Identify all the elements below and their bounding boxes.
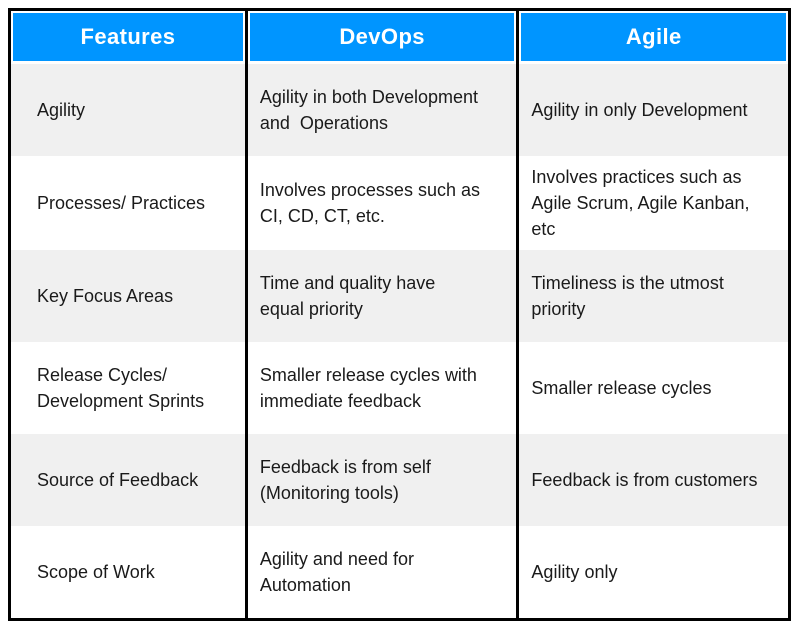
- table-body: Agility Agility in both Development and …: [11, 64, 788, 618]
- agile-header-cell: Agile: [516, 11, 788, 64]
- devops-header-cell: DevOps: [244, 11, 517, 64]
- table-header-row: Features DevOps Agile: [11, 11, 788, 64]
- feature-cell: Source of Feedback: [11, 434, 245, 527]
- devops-cell: Time and quality have equal priority: [244, 250, 517, 343]
- table-row-processes: Processes/ Practices Involves processes …: [11, 155, 788, 251]
- features-header-cell: Features: [11, 11, 245, 64]
- table-row-key-focus-areas: Key Focus Areas Time and quality have eq…: [11, 250, 788, 343]
- table-row-agility: Agility Agility in both Development and …: [11, 64, 788, 156]
- agile-cell: Smaller release cycles: [516, 342, 788, 435]
- table-row-release-cycles: Release Cycles/ Development Sprints Smal…: [11, 342, 788, 435]
- agile-header-label: Agile: [521, 13, 786, 61]
- feature-cell: Scope of Work: [11, 526, 245, 618]
- feature-cell: Agility: [11, 64, 245, 156]
- feature-cell: Processes/ Practices: [11, 155, 245, 251]
- devops-cell: Agility in both Development and Operatio…: [244, 64, 517, 156]
- table-row-source-of-feedback: Source of Feedback Feedback is from self…: [11, 434, 788, 527]
- devops-cell: Feedback is from self (Monitoring tools): [244, 434, 517, 527]
- feature-cell: Key Focus Areas: [11, 250, 245, 343]
- feature-cell: Release Cycles/ Development Sprints: [11, 342, 245, 435]
- comparison-table: Features DevOps Agile Agility Agility in…: [8, 8, 791, 621]
- agile-cell: Timeliness is the utmost priority: [516, 250, 788, 343]
- features-header-label: Features: [13, 13, 243, 61]
- devops-header-label: DevOps: [249, 13, 515, 61]
- agile-cell: Involves practices such as Agile Scrum, …: [516, 155, 788, 251]
- devops-cell: Smaller release cycles with immediate fe…: [244, 342, 517, 435]
- agile-cell: Agility only: [516, 526, 788, 618]
- agile-cell: Feedback is from customers: [516, 434, 788, 527]
- agile-cell: Agility in only Development: [516, 64, 788, 156]
- table-row-scope-of-work: Scope of Work Agility and need for Autom…: [11, 526, 788, 618]
- devops-cell: Involves processes such as CI, CD, CT, e…: [244, 155, 517, 251]
- devops-cell: Agility and need for Automation: [244, 526, 517, 618]
